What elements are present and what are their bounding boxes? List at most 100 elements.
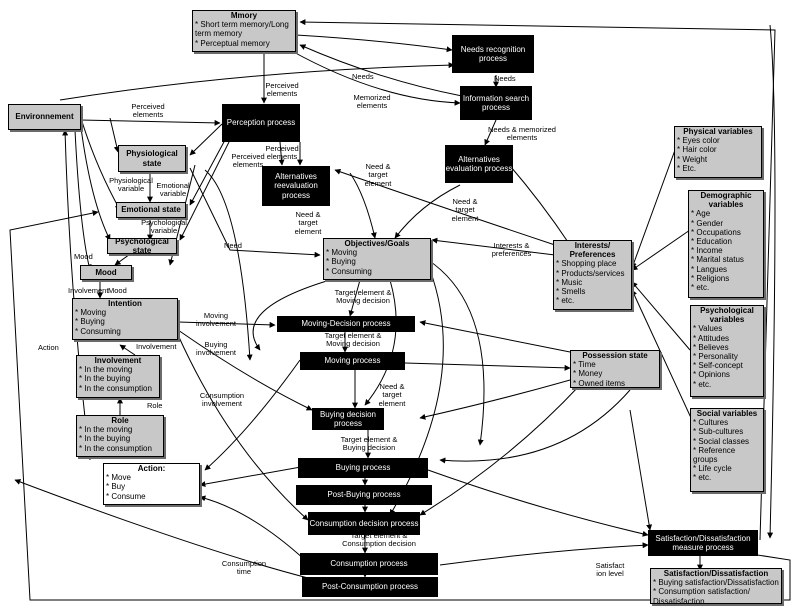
post-buying-label: Post-Buying process [327,490,401,500]
edge-label: Physiological variable [109,176,153,194]
alternatives-evaluation-label: Alternatives evaluation process [445,154,513,173]
connector [204,359,301,471]
objectives-item: Moving [326,248,428,257]
alternatives-reevaluation-process: Alternatives reevaluation process [262,166,330,206]
involvement-item: In the moving [79,365,157,374]
interests-title: Interests/ Preferences [569,241,616,260]
psychological-vars-item: Personality [693,352,761,361]
action-box: Action: Move Buy Consume [103,463,200,505]
demographic-vars-item: Religions [691,274,761,283]
moving-label: Moving process [324,356,381,366]
connector [504,159,571,246]
physiological-state-box: Physiological state [118,145,186,172]
connector [431,237,556,256]
consumption-process: Consumption process [300,553,438,575]
social-vars-item: Cultures [693,418,761,427]
objectives-item: Buying [326,257,428,266]
connector [631,149,676,269]
involvement-title: Involvement [94,356,142,365]
memory-title: Mmory [230,11,258,20]
role-item: In the consumption [79,444,161,453]
possession-item: Time [573,360,657,369]
connector [199,464,313,488]
interests-item: Music [556,278,629,287]
edge-label: Target element & Consumption decision [342,531,416,549]
consumption-decision-process: Consumption decision process [308,512,420,535]
environment-title: Environnement [15,112,74,122]
edge-label: Target element & Buying decision [340,435,398,453]
social-vars-title: Social variables [696,409,758,418]
interests-item: Smells [556,287,629,296]
connector [109,117,120,153]
perception-process: Perception process [222,104,300,142]
edge-label: Consumption time [221,559,267,577]
possession-title: Possession state [582,351,648,360]
memory-box: Mmory Short term memory/Long term memory… [192,10,296,52]
objectives-item: Consuming [326,267,428,276]
edge-label: Moving involvement [196,311,237,329]
edge-label: Involvement [136,342,177,351]
intention-box: Intention Moving Buying Consuming [72,298,178,340]
perception-label: Perception process [226,118,296,128]
edge-label: Perceived elements [231,152,265,170]
emotional-state-title: Emotional state [121,205,181,215]
intention-item: Moving [75,308,175,317]
physical-vars-item: Eyes color [677,136,759,145]
connector [79,119,111,241]
alternatives-reevaluation-label: Alternatives reevaluation process [274,172,318,200]
edge-label: Needs [352,72,374,81]
edge-label: Interests & preferences [491,241,532,259]
connector [179,139,231,241]
connector [631,281,691,351]
connector [364,279,397,406]
physiological-state-title: Physiological state [126,149,178,168]
connector [299,44,463,97]
connector [389,269,444,516]
social-vars-item: Life cycle [693,464,761,473]
social-vars-item: Reference groups [693,446,761,464]
information-search-process: Information search process [460,86,532,120]
involvement-item: In the buying [79,374,157,383]
memory-item: Perceptual memory [195,39,293,48]
physical-vars-item: Etc. [677,164,759,173]
role-title: Role [111,416,129,425]
connector [189,167,321,258]
connector [419,320,571,353]
connector [295,34,453,53]
connector [484,119,497,146]
possession-item: Money [573,369,657,378]
connector [74,129,92,271]
intention-item: Buying [75,317,175,326]
edge-label: Memorized elements [353,93,391,111]
connector [427,469,649,537]
connector [419,379,571,420]
action-item: Consume [106,492,197,501]
objectives-title: Objectives/Goals [344,239,410,248]
psychological-state-box: Psychological state [107,236,177,255]
mood-box: Mood [80,265,132,280]
connector [631,289,693,421]
moving-decision-label: Moving-Decision process [301,319,391,329]
psychological-state-title: Psychological state [115,236,169,255]
social-vars-item: etc. [693,473,761,482]
social-variables-box: Social variables Cultures Sub-cultures S… [690,408,764,492]
alternatives-evaluation-process: Alternatives evaluation process [445,145,513,183]
connector [252,279,331,351]
post-buying-process: Post-Buying process [296,485,432,505]
memory-item: Short term memory/Long term memory [195,20,293,38]
connector [189,123,223,156]
psychological-vars-item: Believes [693,343,761,352]
satisfaction-title: Satisfaction/Dissatisfaction [663,569,769,578]
edge-label: Perceived elements [265,144,299,162]
psychological-vars-item: etc. [693,380,761,389]
needs-recognition-process: Needs recognition process [452,35,534,73]
interests-item: etc. [556,296,629,305]
demographic-vars-item: Income [691,246,761,255]
role-item: In the buying [79,434,161,443]
consumption-label: Consumption process [330,559,408,569]
possession-item: Owned items [573,379,657,388]
edge-label: Perceived elements [131,102,165,120]
connector [439,389,631,464]
psychological-vars-item: Opinions [693,370,761,379]
